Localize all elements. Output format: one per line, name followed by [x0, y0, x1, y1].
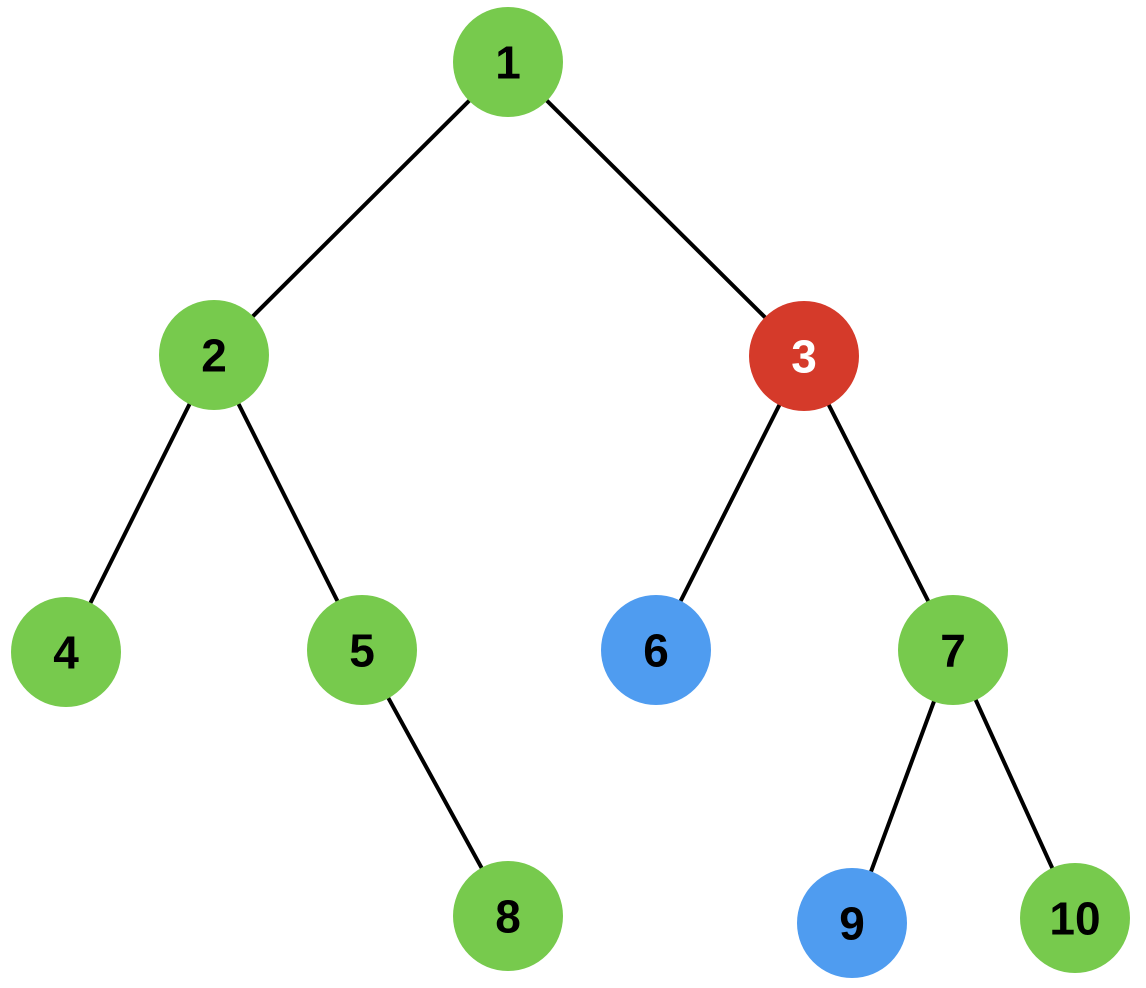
tree-edge-2-4: [64, 353, 216, 654]
tree-node-3: 3: [749, 301, 859, 411]
tree-node-1: 1: [453, 7, 563, 117]
tree-node-circle-7: [898, 595, 1008, 705]
tree-node-8: 8: [453, 861, 563, 971]
tree-node-circle-6: [601, 595, 711, 705]
tree-node-circle-9: [797, 868, 907, 978]
tree-node-label-6: 6: [643, 625, 669, 677]
tree-node-7: 7: [898, 595, 1008, 705]
tree-node-9: 9: [797, 868, 907, 978]
tree-node-circle-8: [453, 861, 563, 971]
tree-node-circle-10: [1020, 863, 1130, 973]
tree-node-label-8: 8: [495, 891, 521, 943]
tree-node-circle-2: [159, 300, 269, 410]
tree-node-label-9: 9: [839, 898, 865, 950]
tree-node-10: 10: [1020, 863, 1130, 973]
tree-node-label-4: 4: [53, 627, 79, 679]
tree-node-label-10: 10: [1049, 893, 1100, 945]
tree-edge-2-5: [212, 353, 364, 652]
tree-node-circle-1: [453, 7, 563, 117]
tree-node-label-2: 2: [201, 330, 227, 382]
tree-node-label-5: 5: [349, 625, 375, 677]
tree-node-6: 6: [601, 595, 711, 705]
tree-node-circle-5: [307, 595, 417, 705]
tree-node-5: 5: [307, 595, 417, 705]
tree-node-4: 4: [11, 597, 121, 707]
tree-node-label-1: 1: [495, 37, 521, 89]
tree-edge-1-3: [506, 60, 806, 358]
tree-node-2: 2: [159, 300, 269, 410]
tree-node-label-7: 7: [940, 625, 966, 677]
tree-node-circle-3: [749, 301, 859, 411]
tree-node-circle-4: [11, 597, 121, 707]
tree-node-label-3: 3: [791, 331, 817, 383]
tree-edge-1-2: [212, 60, 510, 357]
